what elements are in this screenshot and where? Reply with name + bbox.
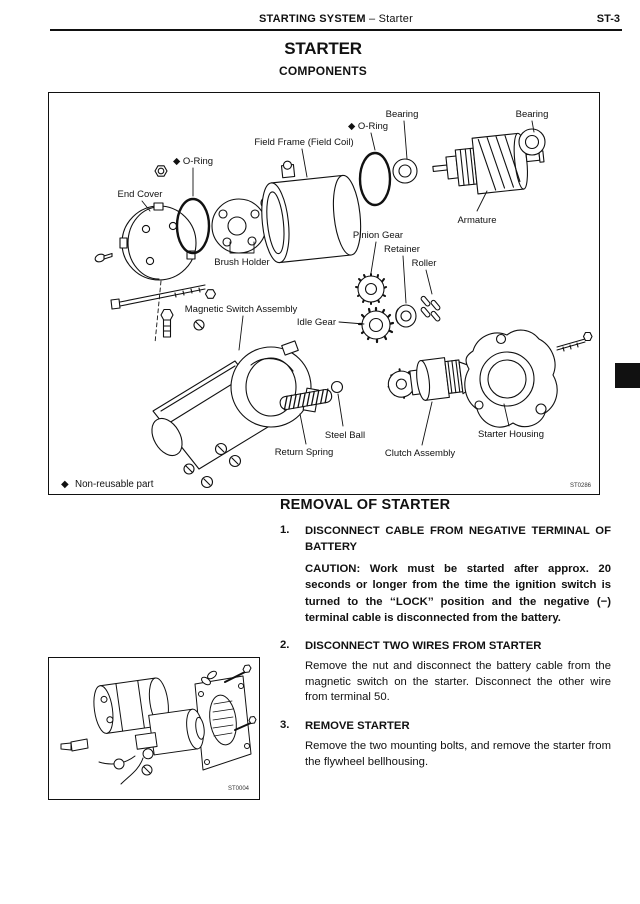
return-spring-part bbox=[279, 388, 333, 411]
step-body: Remove the two mounting bolts, and remov… bbox=[305, 739, 611, 768]
components-diagram: Bearing Bearing ◆ O-Ring Field Frame (Fi… bbox=[61, 109, 593, 490]
label-idle-gear: Idle Gear bbox=[297, 317, 336, 328]
steel-ball-part bbox=[330, 380, 344, 394]
end-cover-part bbox=[119, 202, 197, 344]
removal-step-1: 1. DISCONNECT CABLE FROM NEGATIVE TERMIN… bbox=[280, 524, 611, 626]
idle-gear-part bbox=[357, 306, 395, 344]
step-body: Remove the nut and disconnect the batter… bbox=[305, 659, 611, 704]
diamond-icon: ◆ bbox=[61, 479, 69, 490]
mounting-bolt-lower bbox=[234, 716, 257, 731]
removal-figure-box: ST0004 bbox=[48, 657, 260, 800]
page-edge-tab bbox=[615, 363, 640, 388]
roller-parts bbox=[420, 295, 441, 322]
through-bolt-part bbox=[110, 284, 206, 310]
mount-bolt-part bbox=[160, 308, 174, 338]
label-bearing-right: Bearing bbox=[516, 109, 549, 120]
bearing-rear-part bbox=[518, 128, 546, 156]
removal-step-3: 3. REMOVE STARTER Remove the two mountin… bbox=[280, 719, 611, 770]
pinion-gear-part bbox=[355, 273, 387, 305]
mounting-bolt-upper bbox=[201, 664, 252, 686]
figure-code: ST0286 bbox=[570, 483, 592, 489]
label-oring-left: ◆ O-Ring bbox=[173, 156, 213, 167]
retainer-part bbox=[395, 304, 417, 328]
o-ring-right-part bbox=[358, 151, 392, 207]
diagram-labels: Bearing Bearing ◆ O-Ring Field Frame (Fi… bbox=[118, 109, 549, 459]
step-number: 3. bbox=[280, 719, 290, 732]
brush-holder-part bbox=[211, 197, 270, 254]
label-roller: Roller bbox=[412, 258, 437, 269]
label-clutch-assembly: Clutch Assembly bbox=[385, 448, 455, 459]
step-title: DISCONNECT CABLE FROM NEGATIVE TERMINAL … bbox=[305, 525, 611, 553]
step-title: REMOVE STARTER bbox=[305, 720, 410, 733]
label-steel-ball: Steel Ball bbox=[325, 430, 365, 441]
step-number: 1. bbox=[280, 524, 290, 536]
bearing-front-part bbox=[392, 158, 418, 184]
starter-wires bbox=[60, 738, 153, 785]
label-retainer: Retainer bbox=[384, 244, 420, 255]
label-return-spring: Return Spring bbox=[275, 447, 334, 458]
starter-motor bbox=[93, 677, 205, 760]
header-system: STARTING SYSTEM bbox=[259, 13, 366, 25]
page-title: STARTER bbox=[284, 39, 362, 58]
label-bearing-left: Bearing bbox=[386, 109, 419, 120]
housing-bolt-part bbox=[556, 331, 593, 352]
small-fasteners bbox=[183, 319, 214, 489]
label-brush-holder: Brush Holder bbox=[214, 257, 269, 268]
figure-legend: ◆ Non-reusable part ST0286 bbox=[61, 479, 592, 490]
flywheel-bellhousing bbox=[194, 675, 252, 771]
caution-text: CAUTION: Work must be started after appr… bbox=[305, 563, 611, 624]
step-title: DISCONNECT TWO WIRES FROM STARTER bbox=[305, 640, 542, 653]
removal-step-2: 2. DISCONNECT TWO WIRES FROM STARTER Rem… bbox=[280, 639, 611, 706]
label-magnetic-switch: Magnetic Switch Assembly bbox=[185, 304, 298, 315]
field-frame-part bbox=[261, 160, 362, 264]
header-rule bbox=[50, 29, 622, 31]
screw-icon bbox=[94, 252, 113, 263]
label-starter-housing: Starter Housing bbox=[478, 429, 544, 440]
header-dash: – bbox=[368, 13, 376, 25]
step-number: 2. bbox=[280, 639, 290, 652]
removal-section: REMOVAL OF STARTER 1. DISCONNECT CABLE F… bbox=[280, 497, 611, 783]
removal-heading: REMOVAL OF STARTER bbox=[280, 497, 451, 513]
label-field-frame: Field Frame (Field Coil) bbox=[254, 137, 353, 148]
removal-diagram: ST0004 bbox=[60, 664, 257, 792]
section-subtitle: COMPONENTS bbox=[278, 64, 367, 78]
label-armature: Armature bbox=[457, 215, 496, 226]
label-pinion-gear: Pinion Gear bbox=[353, 230, 403, 241]
leader-lines bbox=[141, 120, 535, 446]
starter-housing-part bbox=[464, 329, 558, 428]
page-header: STARTING SYSTEM – Starter bbox=[50, 13, 622, 25]
small-nut-icon bbox=[204, 289, 217, 299]
page-number: ST-3 bbox=[596, 13, 620, 25]
header-subsystem: Starter bbox=[378, 13, 413, 25]
figure-code: ST0004 bbox=[228, 786, 250, 792]
components-figure-box: Bearing Bearing ◆ O-Ring Field Frame (Fi… bbox=[48, 92, 600, 495]
label-end-cover: End Cover bbox=[118, 189, 163, 200]
label-oring-right: ◆ O-Ring bbox=[348, 121, 388, 132]
non-reusable-note: Non-reusable part bbox=[75, 479, 154, 490]
nut-icon bbox=[154, 165, 168, 177]
o-ring-left-part bbox=[175, 197, 211, 255]
